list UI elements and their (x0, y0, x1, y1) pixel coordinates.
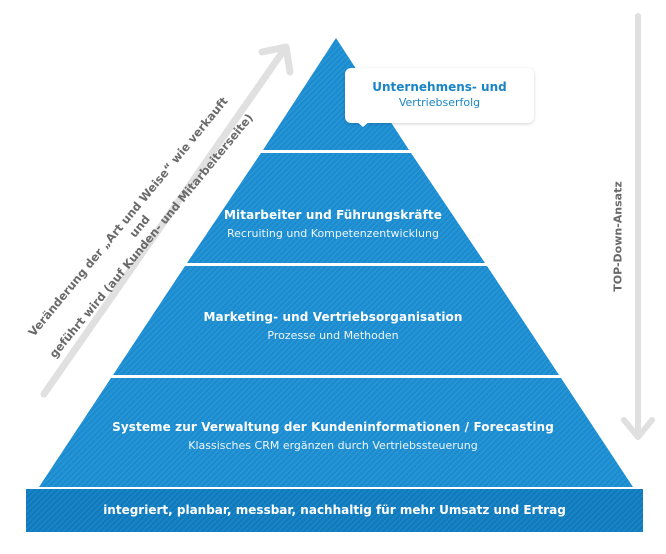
layer-2-text: Marketing- und Vertriebsorganisation Pro… (0, 310, 666, 342)
top-callout-subtitle: Vertriebserfolg (398, 96, 481, 109)
top-callout-bubble: Unternehmens- und Vertriebserfolg (345, 68, 534, 123)
pyramid-layer-2 (113, 266, 559, 375)
layer-3-text: Systeme zur Verwaltung der Kundeninforma… (0, 420, 666, 452)
vertical-arrow-label: TOP-Down-Ansatz (611, 181, 625, 292)
arrow-down-icon (621, 13, 655, 440)
layer-1-subtitle: Recruiting und Kompetenzentwicklung (227, 227, 439, 240)
arrow-up-right-icon (40, 43, 294, 398)
layer-3-subtitle: Klassisches CRM ergänzen durch Vertriebs… (188, 439, 478, 452)
layer-2-subtitle: Prozesse und Methoden (267, 329, 399, 342)
layer-2-title: Marketing- und Vertriebsorganisation (203, 310, 463, 324)
pyramid-layer-1 (187, 153, 485, 263)
top-callout-title: Unternehmens- und (372, 80, 507, 94)
layer-1-title: Mitarbeiter und Führungskräfte (224, 208, 442, 222)
base-text: integriert, planbar, messbar, nachhaltig… (103, 503, 566, 517)
layer-1-text: Mitarbeiter und Führungskräfte Recruitin… (0, 208, 666, 240)
pyramid-base (26, 489, 643, 532)
pyramid-layer-3 (39, 378, 633, 487)
layer-3-title: Systeme zur Verwaltung der Kundeninforma… (112, 420, 554, 434)
callout-tail (356, 121, 370, 127)
